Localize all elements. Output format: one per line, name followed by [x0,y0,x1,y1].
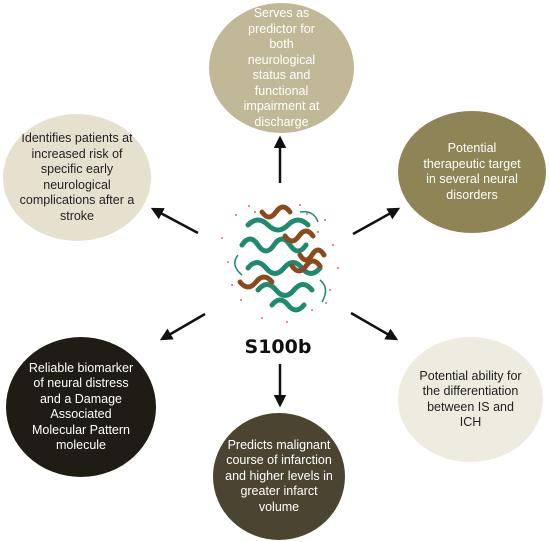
node-top-text: Serves as predictor for both neurologica… [243,6,320,129]
node-lower-left-text: Reliable biomarker of neural distress an… [28,360,134,453]
node-lower-right: Potential ability for the differentiatio… [398,337,543,462]
protein-structure-icon [221,204,339,323]
node-upper-right-text: Potential therapeutic target in several … [423,141,521,202]
node-bottom: Predicts malignant course of infarction … [213,413,345,540]
node-bottom-text: Predicts malignant course of infarction … [225,437,333,514]
node-upper-left: Identifies patients at increased risk of… [3,114,151,241]
node-lower-left: Reliable biomarker of neural distress an… [6,337,156,477]
node-upper-right: Potential therapeutic target in several … [398,111,546,233]
node-lower-right-text: Potential ability for the differentiatio… [419,368,522,430]
arrow-to-lower-left [159,312,206,341]
arrow-to-lower-right [350,311,399,341]
arrow-to-upper-right [352,207,401,236]
arrow-to-upper-left [150,207,199,235]
node-top: Serves as predictor for both neurologica… [209,3,354,133]
center-label: S100b [244,336,312,358]
node-upper-left-text: Identifies patients at increased risk of… [19,131,135,223]
